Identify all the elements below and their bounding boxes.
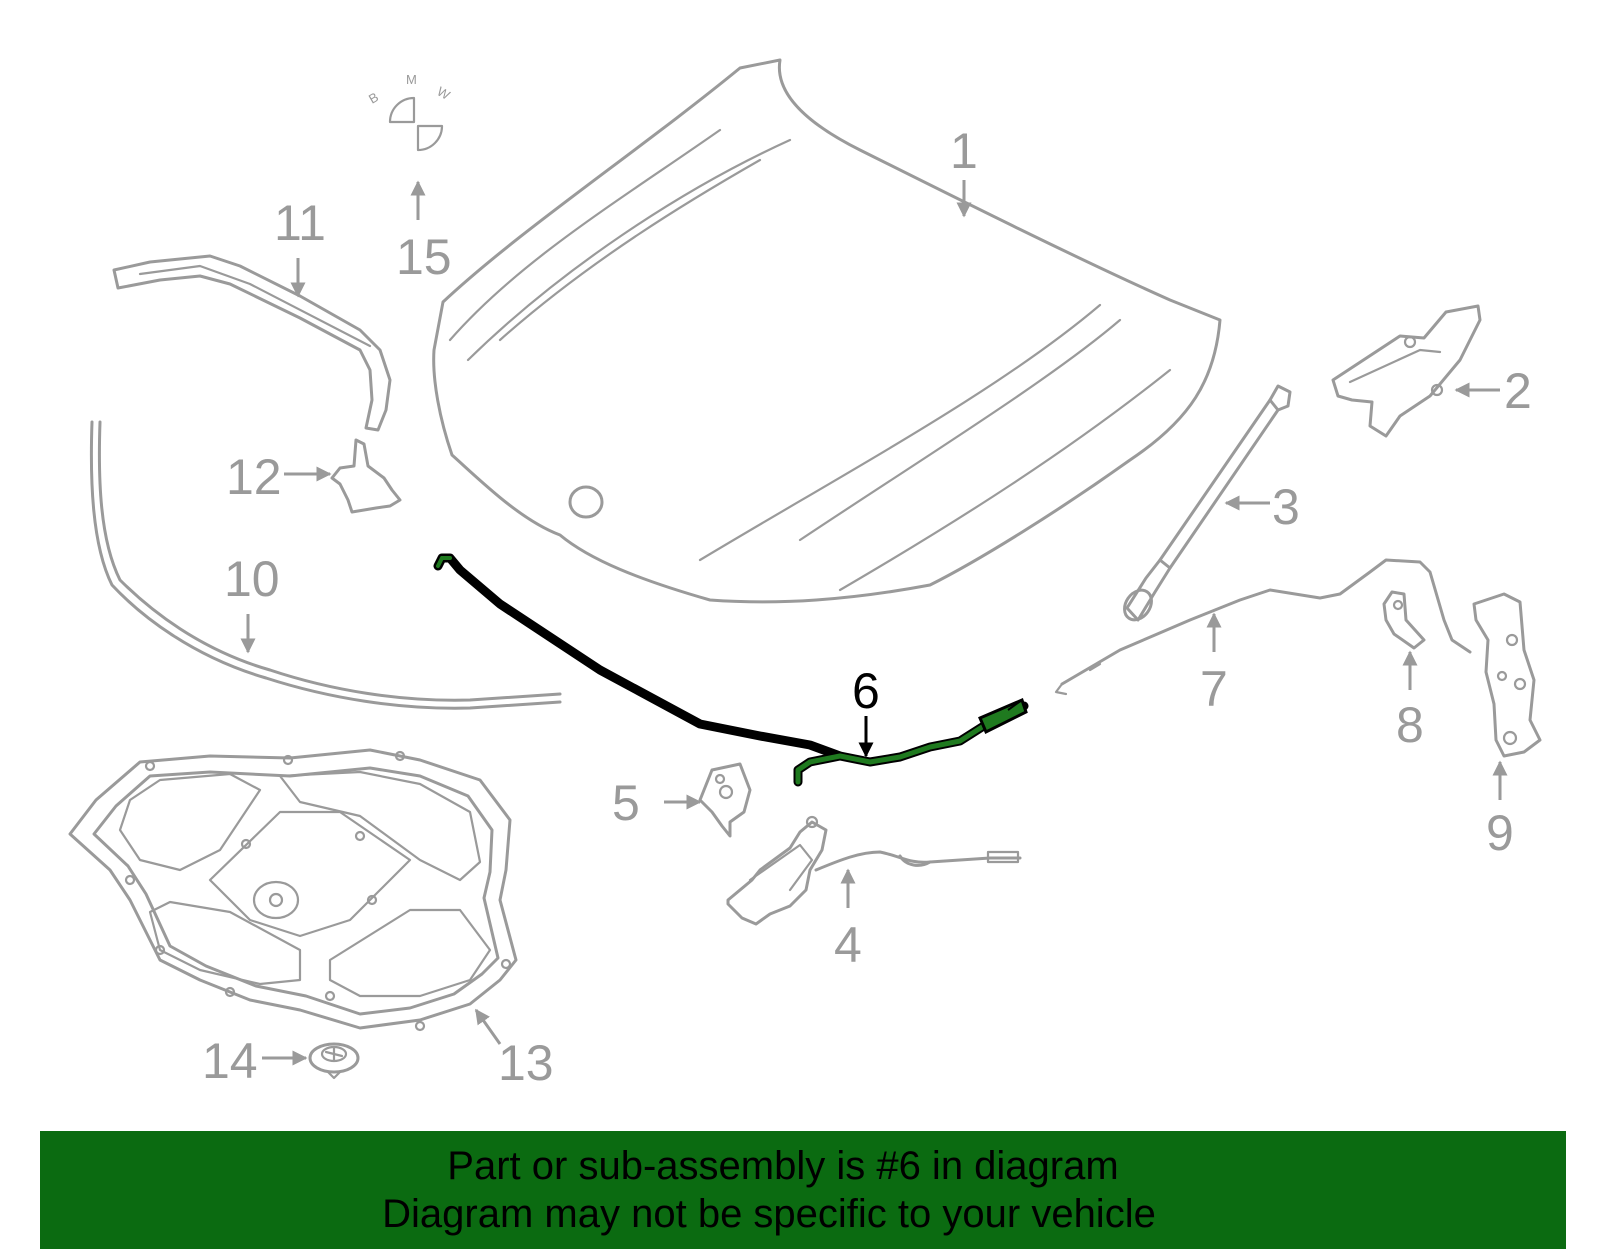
logo-letter-b: B: [366, 89, 381, 106]
hood-side-trim: [112, 254, 392, 432]
hood-insulation-pad: [68, 748, 518, 1032]
callout-13-arrow: [474, 1008, 502, 1045]
callout-4: 4: [834, 917, 862, 973]
callout-10: 10: [224, 551, 280, 607]
banner-line-1: Part or sub-assembly is #6 in diagram: [447, 1144, 1119, 1188]
hood-panel: [432, 58, 1222, 604]
hood-seal-strip: [89, 420, 562, 710]
latch-bracket: [698, 762, 752, 838]
callout-5: 5: [612, 775, 640, 831]
callout-12: 12: [226, 449, 282, 505]
callout-1: 1: [950, 123, 978, 179]
callout-6: 6: [852, 663, 880, 719]
bowden-cable: [1054, 558, 1472, 696]
callout-3: 3: [1272, 479, 1300, 535]
hood-gas-strut: [1123, 384, 1292, 622]
trim-bracket: [330, 438, 402, 514]
logo-letter-m: M: [406, 72, 417, 87]
banner-line-2: Diagram may not be specific to your vehi…: [382, 1192, 1156, 1236]
callout-11: 11: [274, 195, 326, 251]
hood-release-cable-highlighted: [433, 553, 1029, 787]
hood-hinge: [1331, 304, 1482, 438]
callout-8: 8: [1396, 697, 1424, 753]
callout-13: 13: [498, 1035, 554, 1091]
logo-letter-w: W: [435, 84, 454, 103]
callout-2: 2: [1504, 363, 1532, 419]
hood-emblem-hole: [568, 485, 604, 519]
hood-latch: [726, 815, 1022, 926]
info-banner: Part or sub-assembly is #6 in diagram Di…: [40, 1131, 1566, 1249]
callout-14: 14: [202, 1033, 258, 1089]
push-clip: [308, 1042, 360, 1080]
bmw-roundel-icon: B M W: [366, 72, 454, 152]
callout-9: 9: [1486, 805, 1514, 861]
callout-7: 7: [1200, 661, 1228, 717]
latch-support-plate: [1472, 592, 1542, 758]
cable-clip: [1382, 590, 1426, 650]
callout-15: 15: [396, 229, 452, 285]
